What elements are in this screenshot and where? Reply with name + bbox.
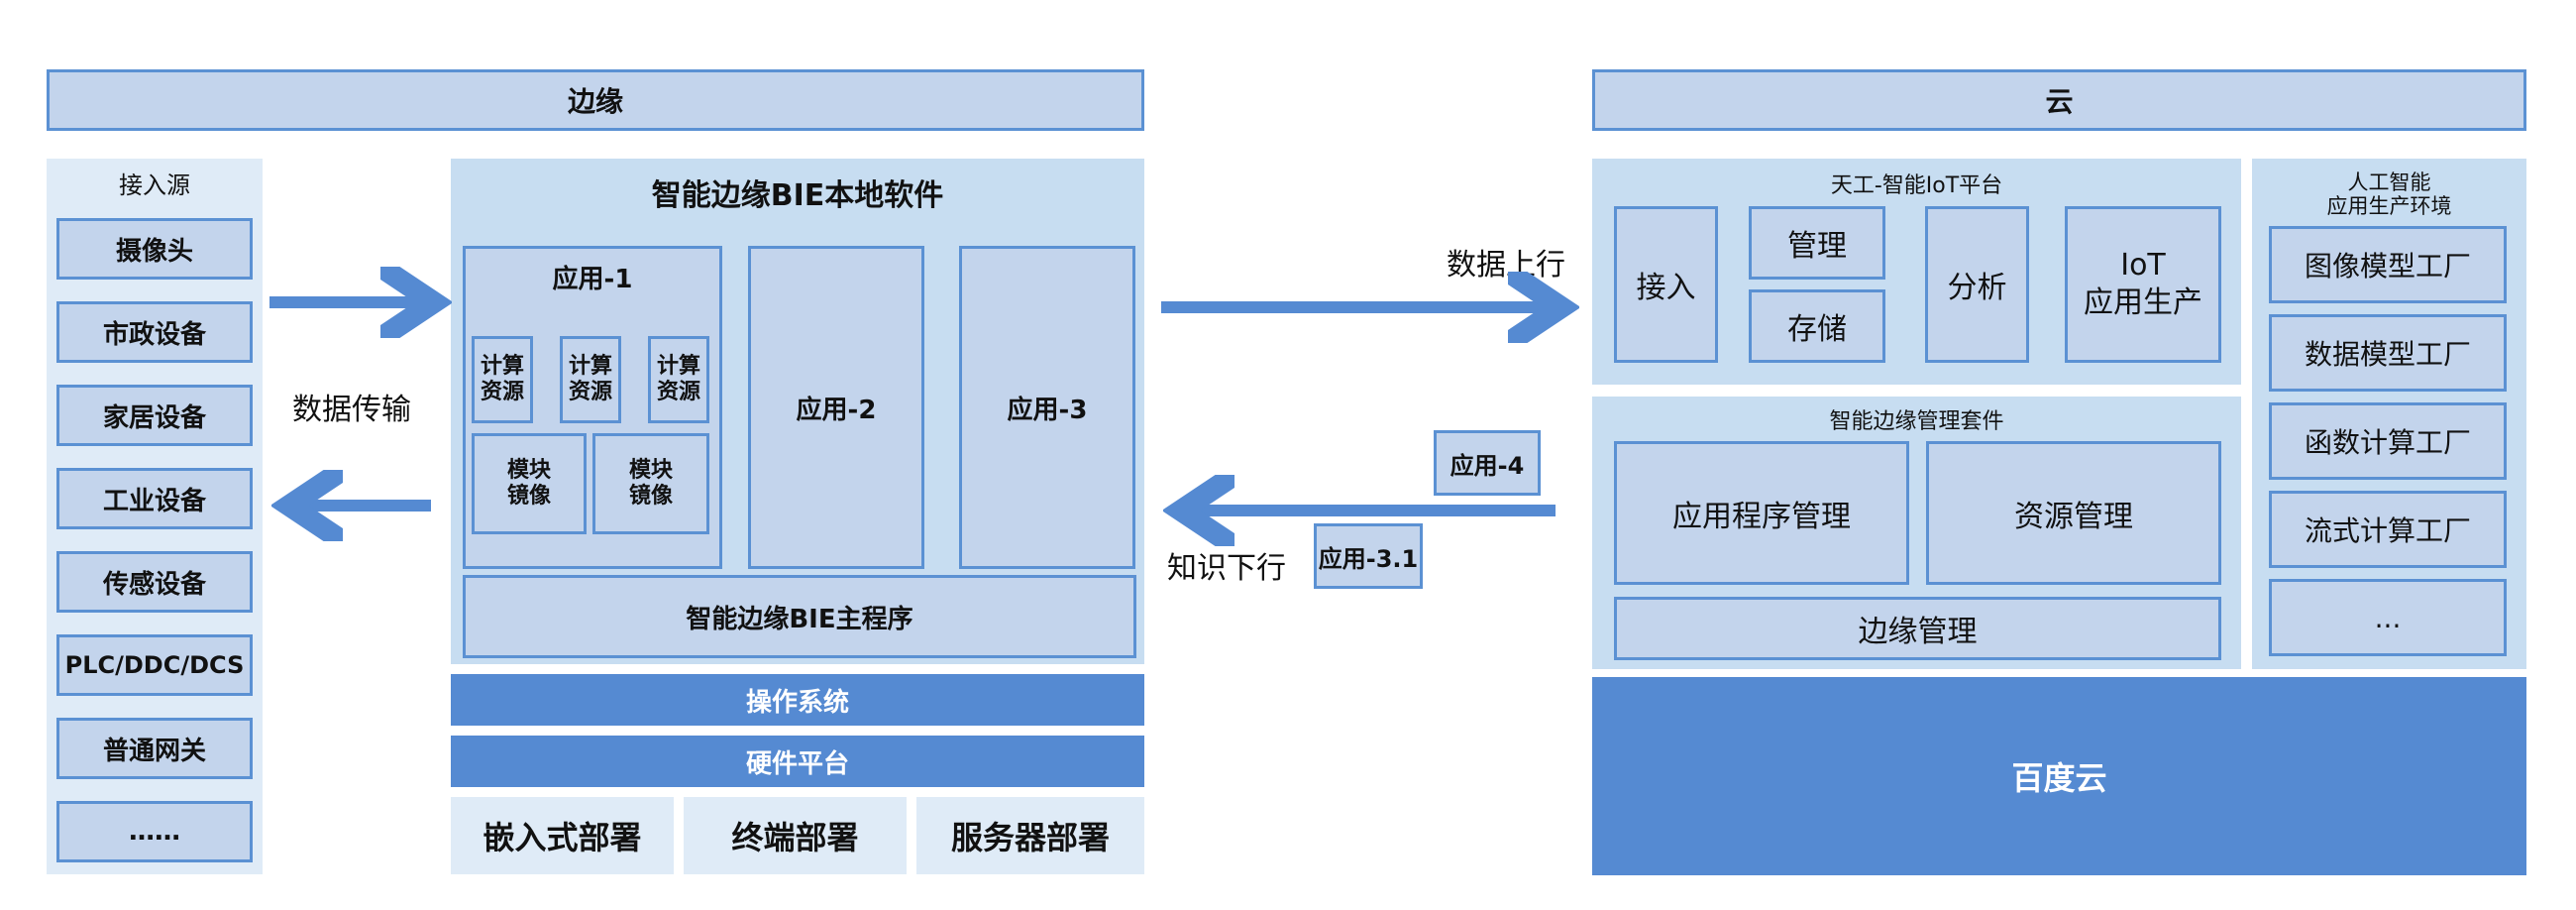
app-1-title: 应用-1 bbox=[552, 264, 633, 294]
source-municipal-device: 市政设备 bbox=[56, 301, 253, 363]
resource-management: 资源管理 bbox=[1926, 441, 2221, 585]
ai-environment-title: 人工智能 应用生产环境 bbox=[2326, 171, 2452, 218]
data-model-factory: 数据模型工厂 bbox=[2269, 314, 2507, 392]
access-sources-title: 接入源 bbox=[119, 171, 190, 199]
source-home-device: 家居设备 bbox=[56, 385, 253, 446]
iot-platform-panel: 天工-智能IoT平台 接入 管理 存储 分析 IoT 应用生产 bbox=[1592, 159, 2241, 385]
ai-more: ... bbox=[2269, 579, 2507, 656]
source-plc-ddc-dcs: PLC/DDC/DCS bbox=[56, 634, 253, 696]
app-program-management: 应用程序管理 bbox=[1614, 441, 1909, 585]
iot-storage: 存储 bbox=[1749, 289, 1885, 363]
data-transfer-label: 数据传输 bbox=[292, 393, 411, 427]
deploy-embedded: 嵌入式部署 bbox=[451, 797, 674, 874]
iot-app-production: IoT 应用生产 bbox=[2065, 206, 2221, 363]
source-camera: 摄像头 bbox=[56, 218, 253, 280]
stream-compute-factory: 流式计算工厂 bbox=[2269, 491, 2507, 568]
compute-resource-1: 计算 资源 bbox=[472, 336, 533, 423]
app-2-box: 应用-2 bbox=[748, 246, 924, 569]
compute-resource-2: 计算 资源 bbox=[560, 336, 621, 423]
edge-management-suite-panel: 智能边缘管理套件 应用程序管理 资源管理 边缘管理 bbox=[1592, 397, 2241, 669]
cloud-header: 云 bbox=[1592, 69, 2526, 131]
edge-suite-title: 智能边缘管理套件 bbox=[1829, 409, 2004, 434]
module-image-1: 模块 镜像 bbox=[472, 433, 587, 534]
iot-access: 接入 bbox=[1614, 206, 1718, 363]
image-model-factory: 图像模型工厂 bbox=[2269, 226, 2507, 303]
source-more: …… bbox=[56, 801, 253, 862]
app-1-box: 应用-1 计算 资源 计算 资源 计算 资源 模块 镜像 模块 镜像 bbox=[463, 246, 722, 569]
app-3-1-box: 应用-3.1 bbox=[1314, 523, 1423, 589]
bie-title: 智能边缘BIE本地软件 bbox=[651, 178, 944, 213]
hardware-platform-bar: 硬件平台 bbox=[451, 736, 1144, 787]
edge-header: 边缘 bbox=[47, 69, 1144, 131]
access-sources-panel: 接入源 摄像头 市政设备 家居设备 工业设备 传感设备 PLC/DDC/DCS … bbox=[47, 159, 263, 874]
source-industrial-device: 工业设备 bbox=[56, 468, 253, 529]
source-gateway: 普通网关 bbox=[56, 718, 253, 779]
bie-main-program: 智能边缘BIE主程序 bbox=[463, 575, 1136, 658]
operating-system-bar: 操作系统 bbox=[451, 674, 1144, 726]
bie-local-software-panel: 智能边缘BIE本地软件 应用-1 计算 资源 计算 资源 计算 资源 模块 镜像… bbox=[451, 159, 1144, 664]
iot-manage: 管理 bbox=[1749, 206, 1885, 280]
function-compute-factory: 函数计算工厂 bbox=[2269, 402, 2507, 480]
app-3-box: 应用-3 bbox=[959, 246, 1135, 569]
compute-resource-3: 计算 资源 bbox=[648, 336, 709, 423]
iot-platform-title: 天工-智能IoT平台 bbox=[1830, 173, 2003, 198]
deploy-terminal: 终端部署 bbox=[684, 797, 907, 874]
baidu-cloud-base: 百度云 bbox=[1592, 677, 2526, 875]
edge-management: 边缘管理 bbox=[1614, 597, 2221, 660]
downlink-label: 知识下行 bbox=[1167, 551, 1286, 586]
source-sensor-device: 传感设备 bbox=[56, 551, 253, 613]
module-image-2: 模块 镜像 bbox=[592, 433, 709, 534]
ai-environment-panel: 人工智能 应用生产环境 图像模型工厂 数据模型工厂 函数计算工厂 流式计算工厂 … bbox=[2252, 159, 2526, 669]
app-4-box: 应用-4 bbox=[1434, 430, 1541, 496]
deploy-server: 服务器部署 bbox=[916, 797, 1144, 874]
iot-analysis: 分析 bbox=[1925, 206, 2029, 363]
